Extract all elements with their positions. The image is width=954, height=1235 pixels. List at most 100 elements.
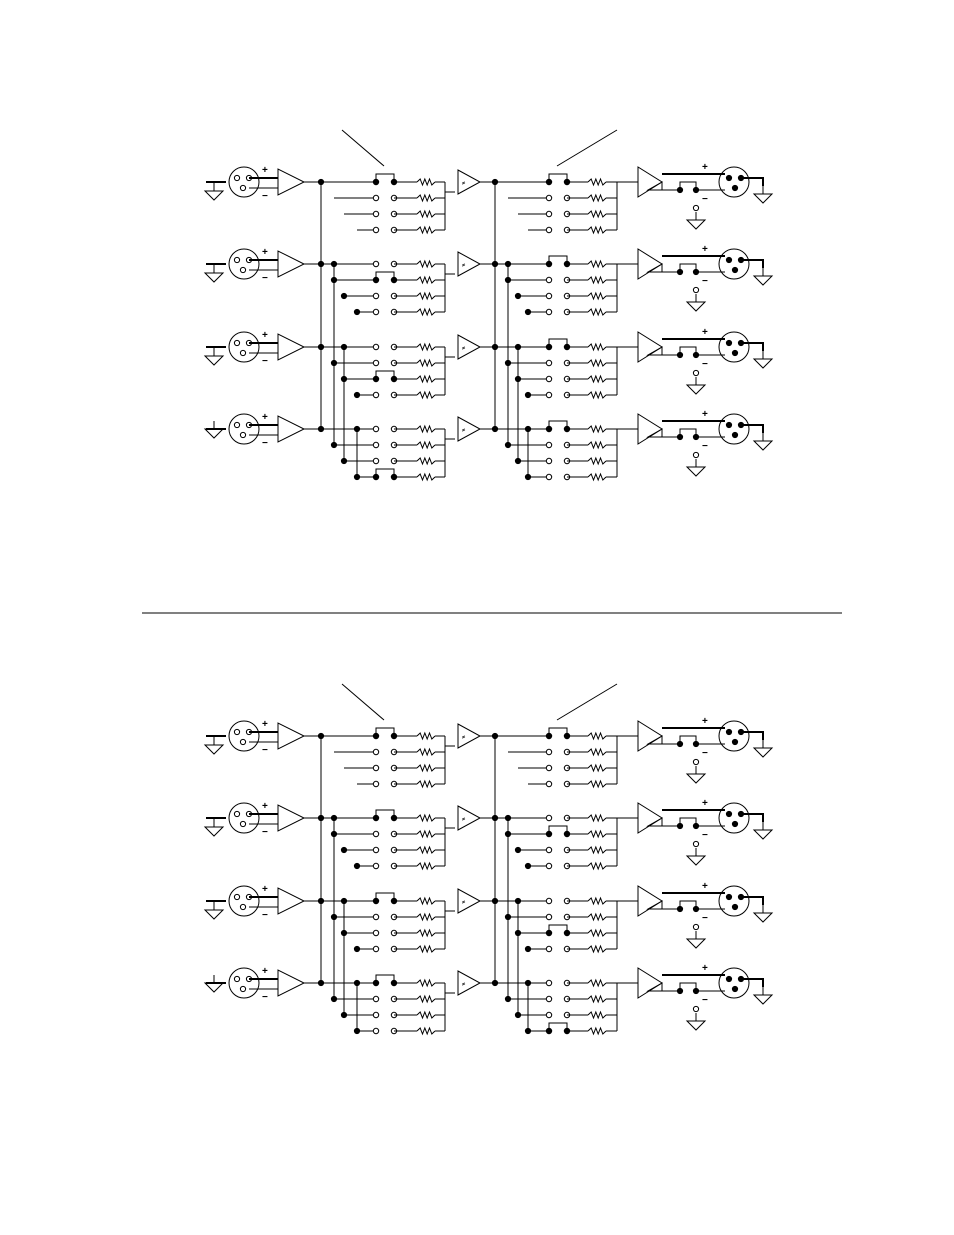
shield-wire [741, 978, 764, 987]
crosspoint-pin [545, 473, 553, 481]
shield-wire [741, 896, 764, 905]
ground-lift-pin [692, 840, 700, 848]
crosspoint-pin [372, 929, 380, 937]
resistor-icon [416, 731, 436, 741]
xlr-pin [725, 174, 733, 182]
feedback-triangle [646, 181, 663, 191]
resistor-icon [416, 829, 436, 839]
jumper [679, 817, 697, 826]
summing-amp-body [457, 805, 482, 831]
output-1: +− [617, 162, 774, 230]
summing-amp-body [457, 334, 482, 360]
pot-glyph: ≠ [462, 900, 466, 906]
xlr-male-connector-icon [718, 967, 750, 999]
jumper [679, 428, 697, 437]
resistor-icon [416, 813, 436, 823]
crosspoint-pin [372, 260, 380, 268]
resistor-icon [587, 456, 607, 466]
crosspoint-pin [545, 764, 553, 772]
jumper [548, 420, 568, 429]
feedback-triangle [646, 428, 663, 438]
resistor-icon [416, 456, 436, 466]
callout-line-right [556, 683, 618, 721]
plus-sign: + [262, 884, 268, 895]
junction-dot [524, 308, 532, 316]
xlr-pin [731, 184, 739, 192]
ground-icon [203, 737, 225, 755]
resistor-icon [587, 763, 607, 773]
resistor-icon [416, 209, 436, 219]
jumper [548, 825, 568, 834]
plus-sign: + [702, 881, 708, 892]
junction-dot [491, 343, 499, 351]
junction-dot [340, 929, 348, 937]
jumper [375, 892, 395, 901]
crosspoint-pin [372, 194, 380, 202]
ground-triangle [203, 428, 225, 439]
plus-sign: + [262, 719, 268, 730]
ground-icon [752, 186, 774, 204]
crosspoint-pin [545, 995, 553, 1003]
crosspoint-pin [372, 343, 380, 351]
plus-sign: + [262, 165, 268, 176]
xlr-female-connector-icon [228, 720, 260, 752]
junction-dot [340, 375, 348, 383]
shield-wire [741, 731, 764, 740]
junction-dot [317, 897, 325, 905]
feedback-triangle [646, 346, 663, 356]
resistor-icon [587, 209, 607, 219]
ground-triangle [752, 747, 774, 758]
jumper [548, 1022, 568, 1031]
crosspoint-bank-1 [317, 727, 446, 1036]
crosspoint-pin [545, 226, 553, 234]
summing-amplifier-icon: ≠ [445, 169, 499, 195]
minus-sign: − [262, 992, 268, 1003]
xlr-pin [725, 728, 733, 736]
crosspoint-pin [545, 780, 553, 788]
resistor-icon [416, 472, 436, 482]
crosspoint-pin [545, 846, 553, 854]
plus-sign: + [262, 330, 268, 341]
crosspoint-pin [372, 292, 380, 300]
resistor-icon [587, 307, 607, 317]
xlr-shell [228, 248, 260, 280]
resistor-icon [587, 912, 607, 922]
junction-dot [514, 846, 522, 854]
crosspoint-pin [372, 846, 380, 854]
junction-dot [353, 945, 361, 953]
xlr-shell [718, 885, 750, 917]
crosspoint-pin [372, 391, 380, 399]
minus-sign: − [262, 356, 268, 367]
xlr-male-connector-icon [718, 413, 750, 445]
ground-triangle [752, 358, 774, 369]
resistor-icon [587, 978, 607, 988]
xlr-male-connector-icon [718, 802, 750, 834]
crosspoint-pin [372, 441, 380, 449]
junction-dot [353, 308, 361, 316]
junction-dot [491, 897, 499, 905]
crosspoint-pin [545, 1011, 553, 1019]
xlr-male-connector-icon [718, 166, 750, 198]
resistor-icon [416, 374, 436, 384]
resistor-icon [416, 779, 436, 789]
junction-dot [353, 391, 361, 399]
resistor-icon [416, 275, 436, 285]
resistor-icon [587, 390, 607, 400]
xlr-pin [725, 421, 733, 429]
junction-dot [353, 1027, 361, 1035]
output-4: +− [617, 963, 774, 1031]
junction-dot [330, 830, 338, 838]
xlr-female-connector-icon [228, 802, 260, 834]
junction-dot [504, 830, 512, 838]
ground-triangle [685, 1020, 707, 1031]
feedback-triangle [646, 900, 663, 910]
jumper [548, 338, 568, 347]
xlr-male-connector-icon [718, 885, 750, 917]
junction-dot [491, 260, 499, 268]
junction-dot [317, 343, 325, 351]
pot-glyph: ≠ [462, 428, 466, 434]
ground-lift-pin [692, 451, 700, 459]
resistor-icon [416, 912, 436, 922]
ground-triangle [752, 912, 774, 923]
xlr-pin [725, 256, 733, 264]
